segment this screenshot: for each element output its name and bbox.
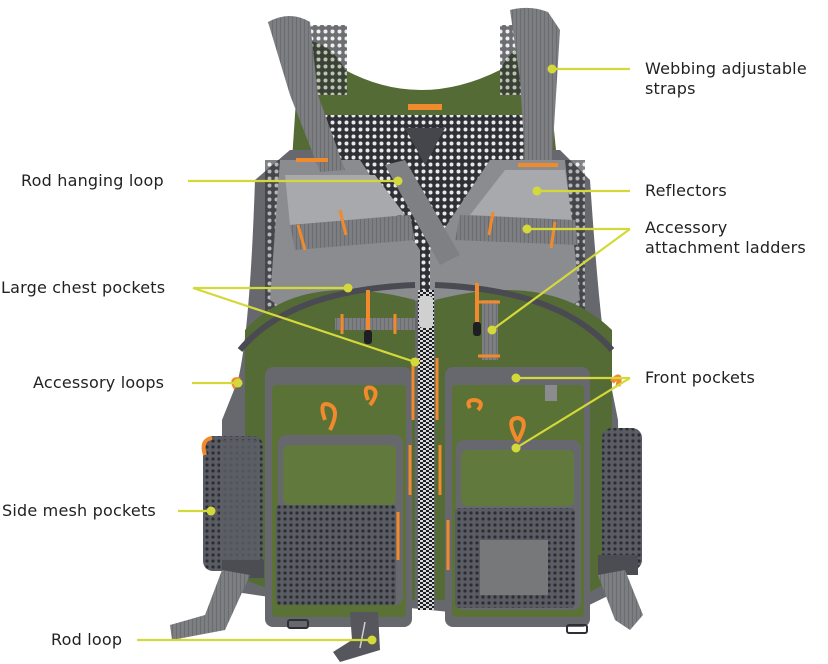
- zipper-pulls: [396, 358, 450, 570]
- left-bottom-strap: [170, 570, 250, 640]
- left-shoulder-strap: [268, 16, 345, 172]
- label-side-mesh-pockets: Side mesh pockets: [2, 501, 156, 520]
- center-zipper: [418, 290, 434, 610]
- label-rod-hanging-loop: Rod hanging loop: [21, 171, 164, 190]
- rod-loop-strap: [333, 612, 380, 662]
- right-shoulder-strap: [510, 7, 560, 160]
- right-front-pocket: [445, 367, 590, 627]
- label-webbing-line1: Webbing adjustable: [645, 59, 807, 78]
- label-large-chest-pockets: Large chest pockets: [1, 278, 166, 297]
- leader-lines: [137, 64, 631, 645]
- label-accessory-attachment-ladders: Accessory attachment ladders: [645, 218, 806, 258]
- label-front-pockets: Front pockets: [645, 368, 756, 387]
- right-bottom-strap: [598, 570, 643, 630]
- label-webbing-adjustable-straps: Webbing adjustable straps: [645, 59, 807, 99]
- label-reflectors: Reflectors: [645, 181, 727, 200]
- left-front-pocket: [265, 367, 412, 627]
- label-rod-loop: Rod loop: [51, 630, 123, 649]
- label-ladders-line1: Accessory: [645, 218, 728, 237]
- label-accessory-loops: Accessory loops: [33, 373, 165, 392]
- label-ladders-line2: attachment ladders: [645, 238, 806, 257]
- label-webbing-line2: straps: [645, 79, 696, 98]
